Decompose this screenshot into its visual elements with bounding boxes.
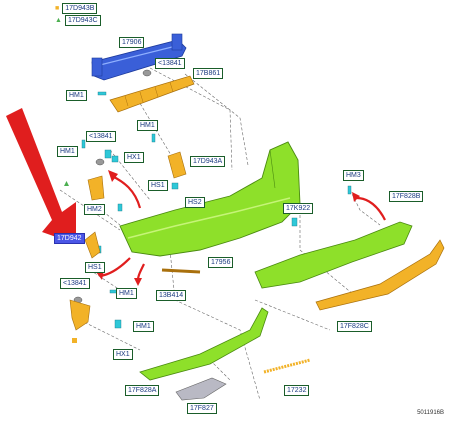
label-17906: 17906 xyxy=(119,37,145,48)
label-hm3: HM3 xyxy=(343,170,364,181)
label-hm2: HM2 xyxy=(84,204,105,215)
fasteners xyxy=(81,91,352,329)
label-hx1-a: HX1 xyxy=(124,152,144,163)
label-hm1-e: HM1 xyxy=(133,321,154,332)
reflector-strip xyxy=(161,268,201,274)
label-hx1-b: HX1 xyxy=(113,349,133,360)
label-17F827: 17F827 xyxy=(187,403,217,414)
legend-square-icon: ■ xyxy=(55,5,60,12)
energy-absorber xyxy=(109,75,195,113)
big-red-pointer-arrow xyxy=(6,108,76,244)
label-13B414: 13B414 xyxy=(156,290,187,301)
bumper-cover xyxy=(119,141,301,257)
lower-bracket-grey xyxy=(175,377,227,401)
label-17B861: 17B861 xyxy=(193,68,224,79)
label-hm1-a: HM1 xyxy=(66,90,87,101)
label-hm1-b: HM1 xyxy=(137,120,158,131)
label-17F828C: 17F828C xyxy=(337,321,372,332)
label-17956: 17956 xyxy=(208,257,234,268)
grommet-mid xyxy=(95,158,105,166)
legend-triangle-icon: ▲ xyxy=(55,17,62,24)
triangle-marker xyxy=(64,181,69,186)
beam-bracket-right xyxy=(171,33,183,51)
bracket-side-small xyxy=(84,231,101,259)
label-hm1-d: HM1 xyxy=(116,288,137,299)
legend-square-marker xyxy=(72,338,77,343)
trim-strip xyxy=(263,358,311,374)
bracket-left-lower xyxy=(69,299,91,331)
legend-row-square: ■17D943B xyxy=(55,3,98,14)
bracket-left-upper xyxy=(87,175,105,201)
label-hm1-c: HM1 xyxy=(57,146,78,157)
label-17232: 17232 xyxy=(284,385,310,396)
label-hs1-b: HS1 xyxy=(85,262,105,273)
label-13841-b: <13841 xyxy=(86,131,116,142)
legend-code-17D943C: 17D943C xyxy=(64,15,101,26)
grommet-top xyxy=(142,69,152,77)
label-13841-c: <13841 xyxy=(60,278,90,289)
label-hs1-a: HS1 xyxy=(148,180,168,191)
lower-valance-left xyxy=(139,307,269,381)
label-17F828A: 17F828A xyxy=(125,385,160,396)
label-17K922: 17K922 xyxy=(283,203,314,214)
label-17F828B: 17F828B xyxy=(389,191,424,202)
legend-row-triangle: ▲17D943C xyxy=(55,15,101,26)
beam-bracket-left xyxy=(91,57,103,77)
label-17D943A: 17D943A xyxy=(190,156,226,167)
diffuser-strip xyxy=(315,239,445,311)
label-13841-a: <13841 xyxy=(155,58,185,69)
legend-code-17D943B: 17D943B xyxy=(62,3,98,14)
label-17D942: 17D942 xyxy=(54,233,85,244)
diagram-reference-number: 5011916B xyxy=(417,410,444,416)
bracket-right-upper xyxy=(167,151,187,179)
label-hs2: HS2 xyxy=(185,197,205,208)
lower-valance-right xyxy=(254,221,413,289)
